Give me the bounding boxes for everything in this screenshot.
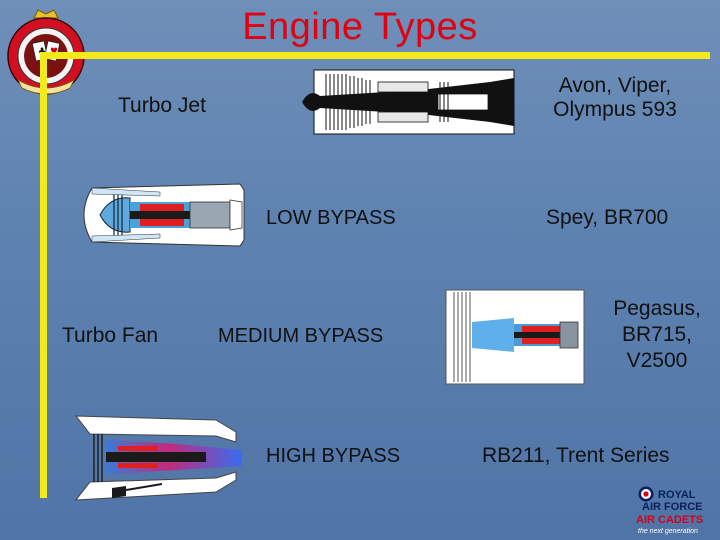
title-underline-bar	[40, 52, 710, 59]
low-bypass-engine-diagram	[83, 183, 245, 247]
left-accent-bar	[40, 52, 47, 498]
example-line: Pegasus,	[613, 297, 701, 320]
slide-title: Engine Types	[242, 6, 478, 48]
label-low-bypass: LOW BYPASS	[266, 207, 396, 229]
example-line: Olympus 593	[553, 98, 677, 121]
squadron-crest-icon: ♣ ♥	[7, 9, 85, 95]
label-high-bypass: HIGH BYPASS	[266, 445, 401, 467]
logo-line-air-cadets: AIR CADETS	[636, 514, 704, 526]
label-turbo-fan: Turbo Fan	[62, 324, 159, 347]
turbojet-engine-diagram	[302, 69, 515, 135]
examples-high-bypass: RB211, Trent Series	[482, 444, 670, 467]
high-bypass-engine-diagram	[74, 415, 242, 501]
raf-air-cadets-logo: ROYAL AIR FORCE AIR CADETS the next gene…	[636, 484, 718, 538]
raf-roundel-icon	[638, 486, 654, 502]
examples-turbo-jet: Avon, Viper, Olympus 593	[530, 74, 700, 122]
logo-line-royal: ROYAL	[658, 489, 696, 501]
example-line: BR715,	[621, 323, 693, 346]
logo-line-air-force: AIR FORCE	[642, 501, 703, 513]
examples-low-bypass: Spey, BR700	[546, 206, 669, 229]
example-line: Avon, Viper,	[558, 74, 672, 97]
example-line: V2500	[626, 349, 688, 372]
examples-medium-bypass: Pegasus, BR715, V2500	[590, 296, 720, 374]
label-medium-bypass: MEDIUM BYPASS	[218, 325, 384, 347]
medium-bypass-engine-diagram	[445, 289, 585, 385]
label-turbo-jet: Turbo Jet	[118, 94, 206, 117]
logo-tagline: the next generation	[638, 528, 698, 535]
